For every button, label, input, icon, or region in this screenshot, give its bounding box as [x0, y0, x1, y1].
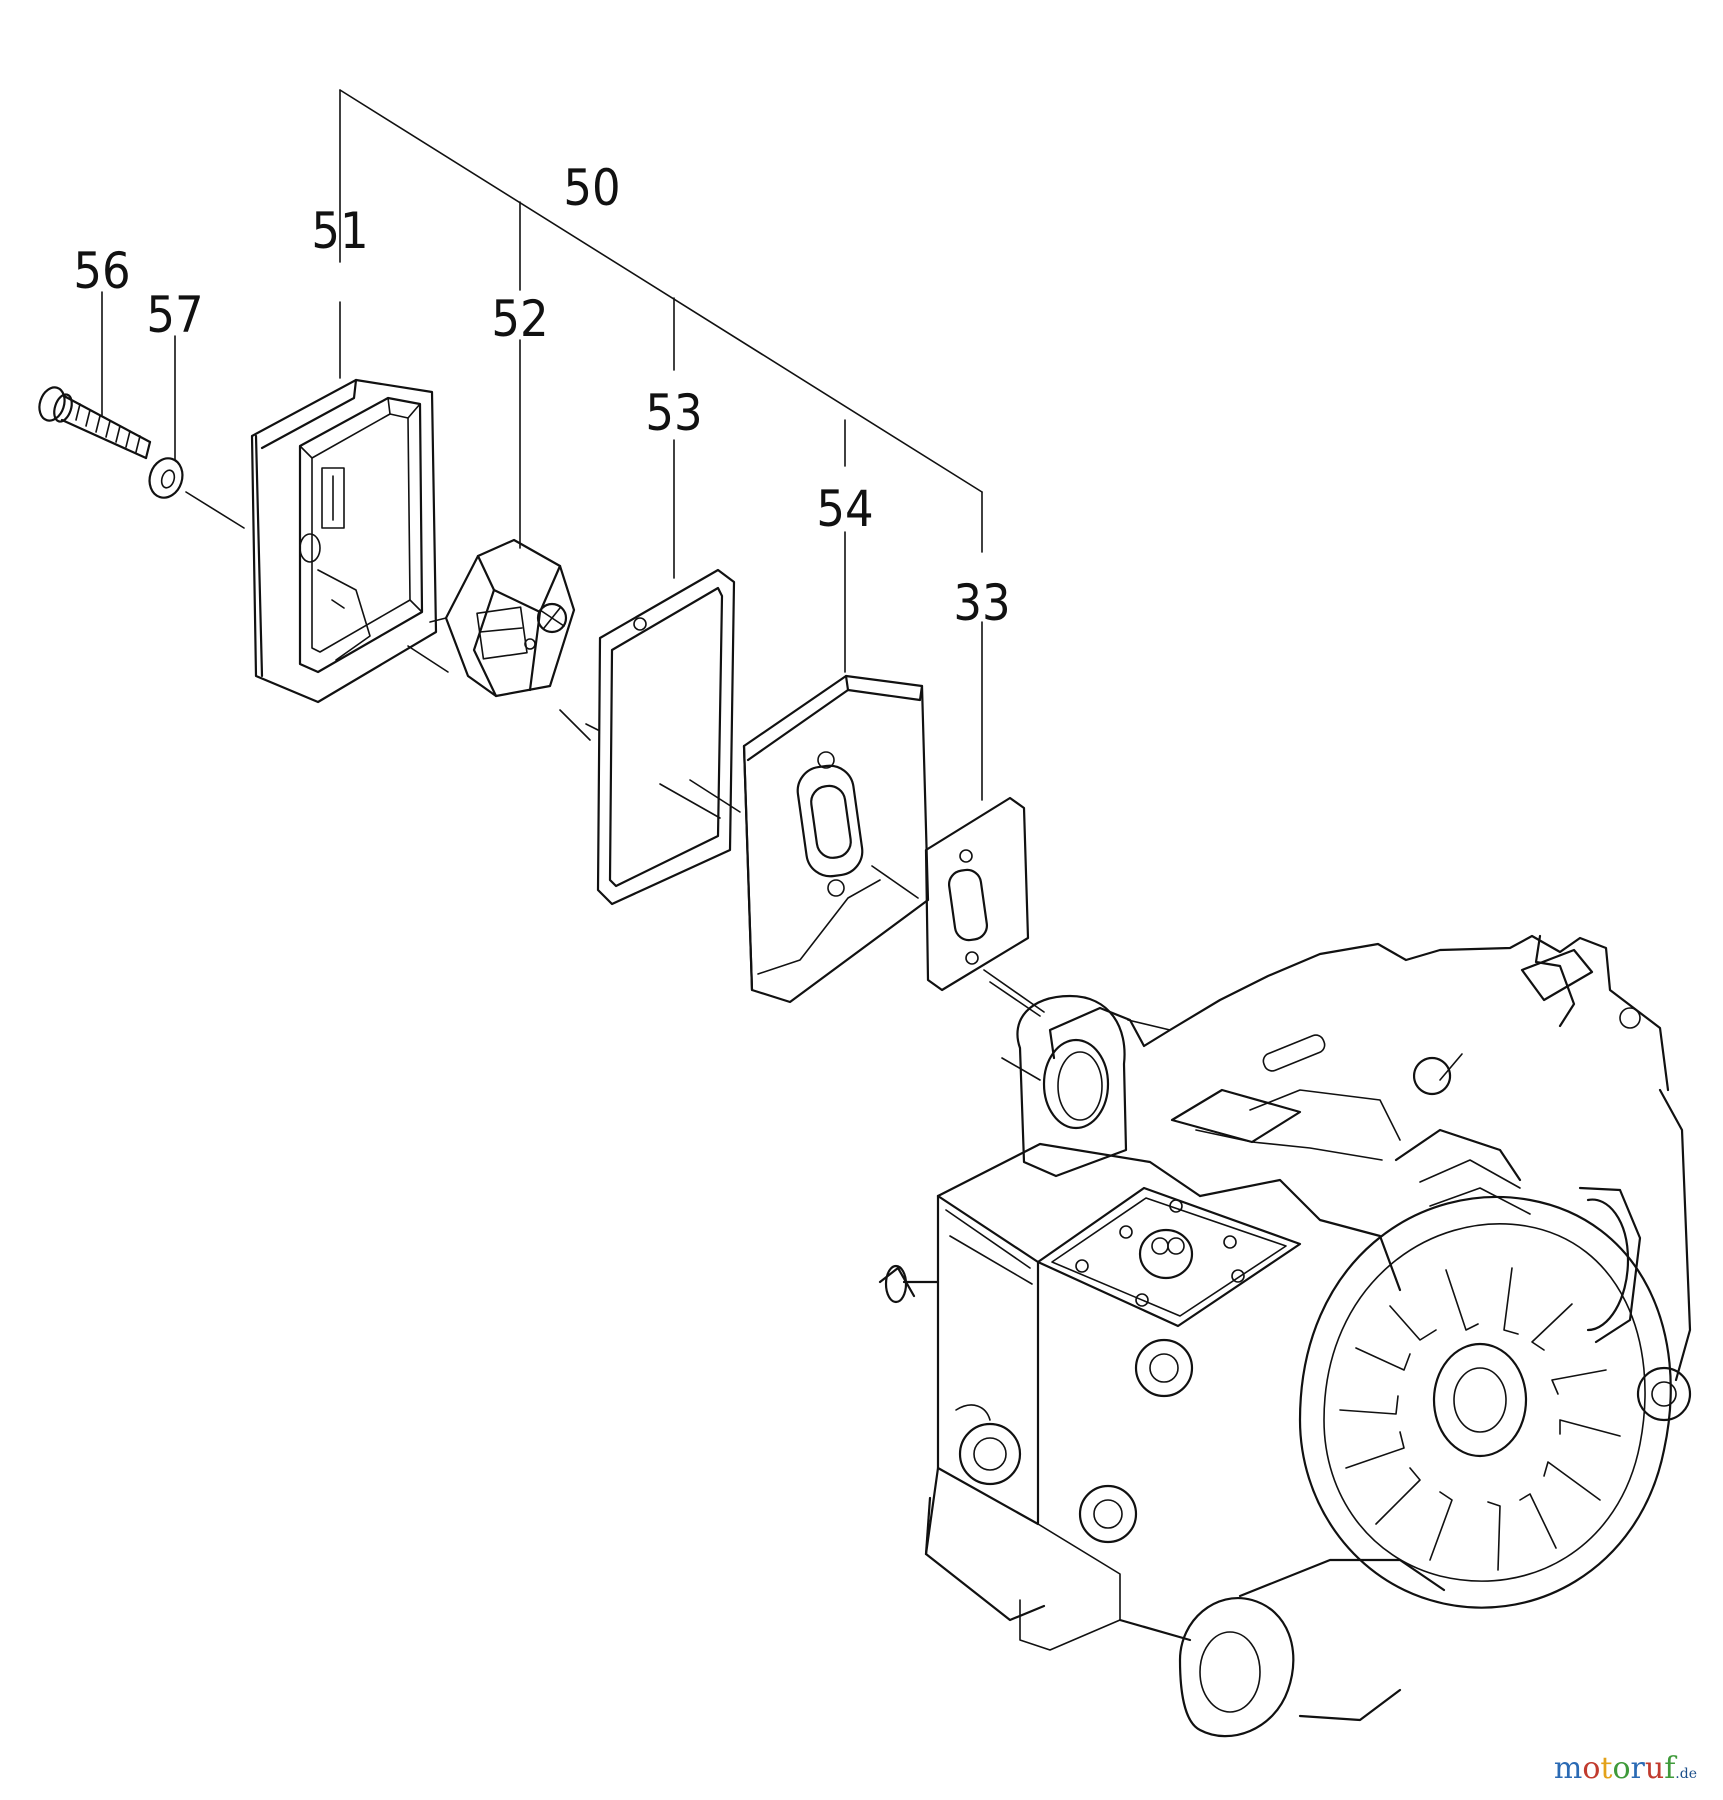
part-53-gasket [585, 568, 736, 906]
part-52-baffle [407, 538, 591, 741]
watermark-letter: r [1630, 1751, 1645, 1786]
part-54-muffler-body [689, 674, 930, 1004]
part-56-bolt [38, 386, 152, 460]
callout-54: 54 [816, 480, 873, 538]
watermark-letter: o [1582, 1751, 1601, 1786]
watermark-letter: m [1553, 1751, 1583, 1786]
watermark-letter: t [1600, 1751, 1613, 1786]
part-57-washer [148, 457, 245, 529]
watermark-logo: motoruf.de [1554, 1751, 1697, 1786]
callout-56: 56 [73, 242, 130, 300]
watermark-letter: f [1664, 1751, 1676, 1786]
engine-crankcase [878, 934, 1692, 1738]
watermark-letter: u [1644, 1751, 1665, 1786]
callout-33: 33 [953, 574, 1010, 632]
part-51-muffler-cover [250, 378, 438, 704]
leader-lines [101, 89, 983, 801]
watermark-letter: o [1612, 1751, 1631, 1786]
callout-53: 53 [645, 384, 702, 442]
callout-51: 51 [311, 202, 368, 260]
callout-labels: 50 51 52 53 54 33 56 57 [73, 159, 1010, 632]
callout-52: 52 [491, 290, 548, 348]
part-33-gasket [924, 796, 1045, 1013]
watermark-suffix: .de [1675, 1766, 1697, 1782]
callout-57: 57 [146, 286, 203, 344]
assembly-leader [989, 981, 1041, 1017]
callout-50: 50 [563, 159, 620, 217]
